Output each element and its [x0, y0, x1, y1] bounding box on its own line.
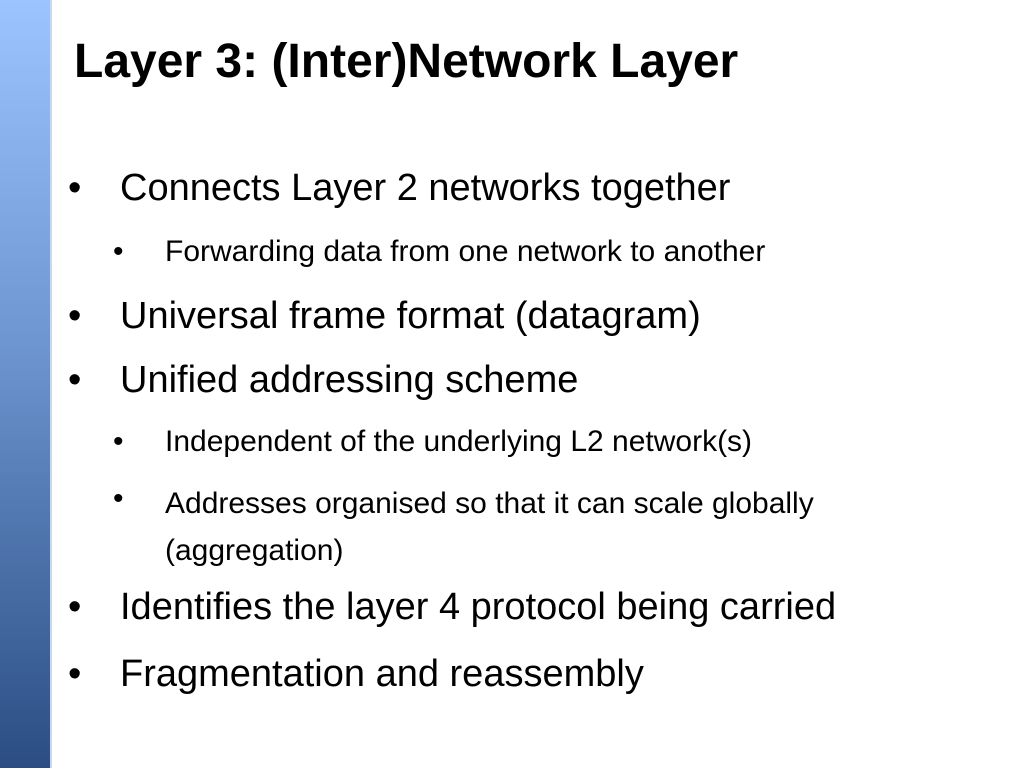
sidebar-gradient-bar	[0, 0, 52, 768]
sub-bullet-text: Addresses organised so that it can scale…	[165, 487, 814, 567]
sub-bullet-item: • Forwarding data from one network to an…	[113, 234, 765, 270]
sub-bullet-item: • Independent of the underlying L2 netwo…	[113, 424, 752, 460]
bullet-dot-icon: •	[68, 295, 82, 337]
bullet-dot-icon: •	[113, 482, 124, 515]
bullet-dot-icon: •	[68, 653, 82, 695]
bullet-dot-icon: •	[113, 425, 124, 458]
bullet-dot-icon: •	[113, 235, 124, 268]
slide-title: Layer 3: (Inter)Network Layer	[74, 35, 739, 88]
sub-bullet-text: Independent of the underlying L2 network…	[165, 425, 753, 458]
bullet-text: Universal frame format (datagram)	[120, 295, 701, 337]
bullet-dot-icon: •	[68, 359, 82, 401]
bullet-item: • Identifies the layer 4 protocol being …	[68, 585, 836, 631]
sub-bullet-text: Forwarding data from one network to anot…	[165, 235, 766, 268]
bullet-text: Unified addressing scheme	[120, 359, 579, 401]
bullet-text: Connects Layer 2 networks together	[120, 167, 731, 209]
bullet-item: • Universal frame format (datagram)	[68, 294, 701, 340]
bullet-text: Fragmentation and reassembly	[120, 653, 644, 695]
bullet-dot-icon: •	[68, 167, 82, 209]
bullet-item: • Connects Layer 2 networks together	[68, 166, 730, 212]
sub-bullet-item: • Addresses organised so that it can sca…	[113, 481, 945, 574]
bullet-item: • Fragmentation and reassembly	[68, 652, 644, 698]
bullet-text: Identifies the layer 4 protocol being ca…	[120, 586, 837, 628]
bullet-dot-icon: •	[68, 586, 82, 628]
bullet-item: • Unified addressing scheme	[68, 358, 578, 404]
